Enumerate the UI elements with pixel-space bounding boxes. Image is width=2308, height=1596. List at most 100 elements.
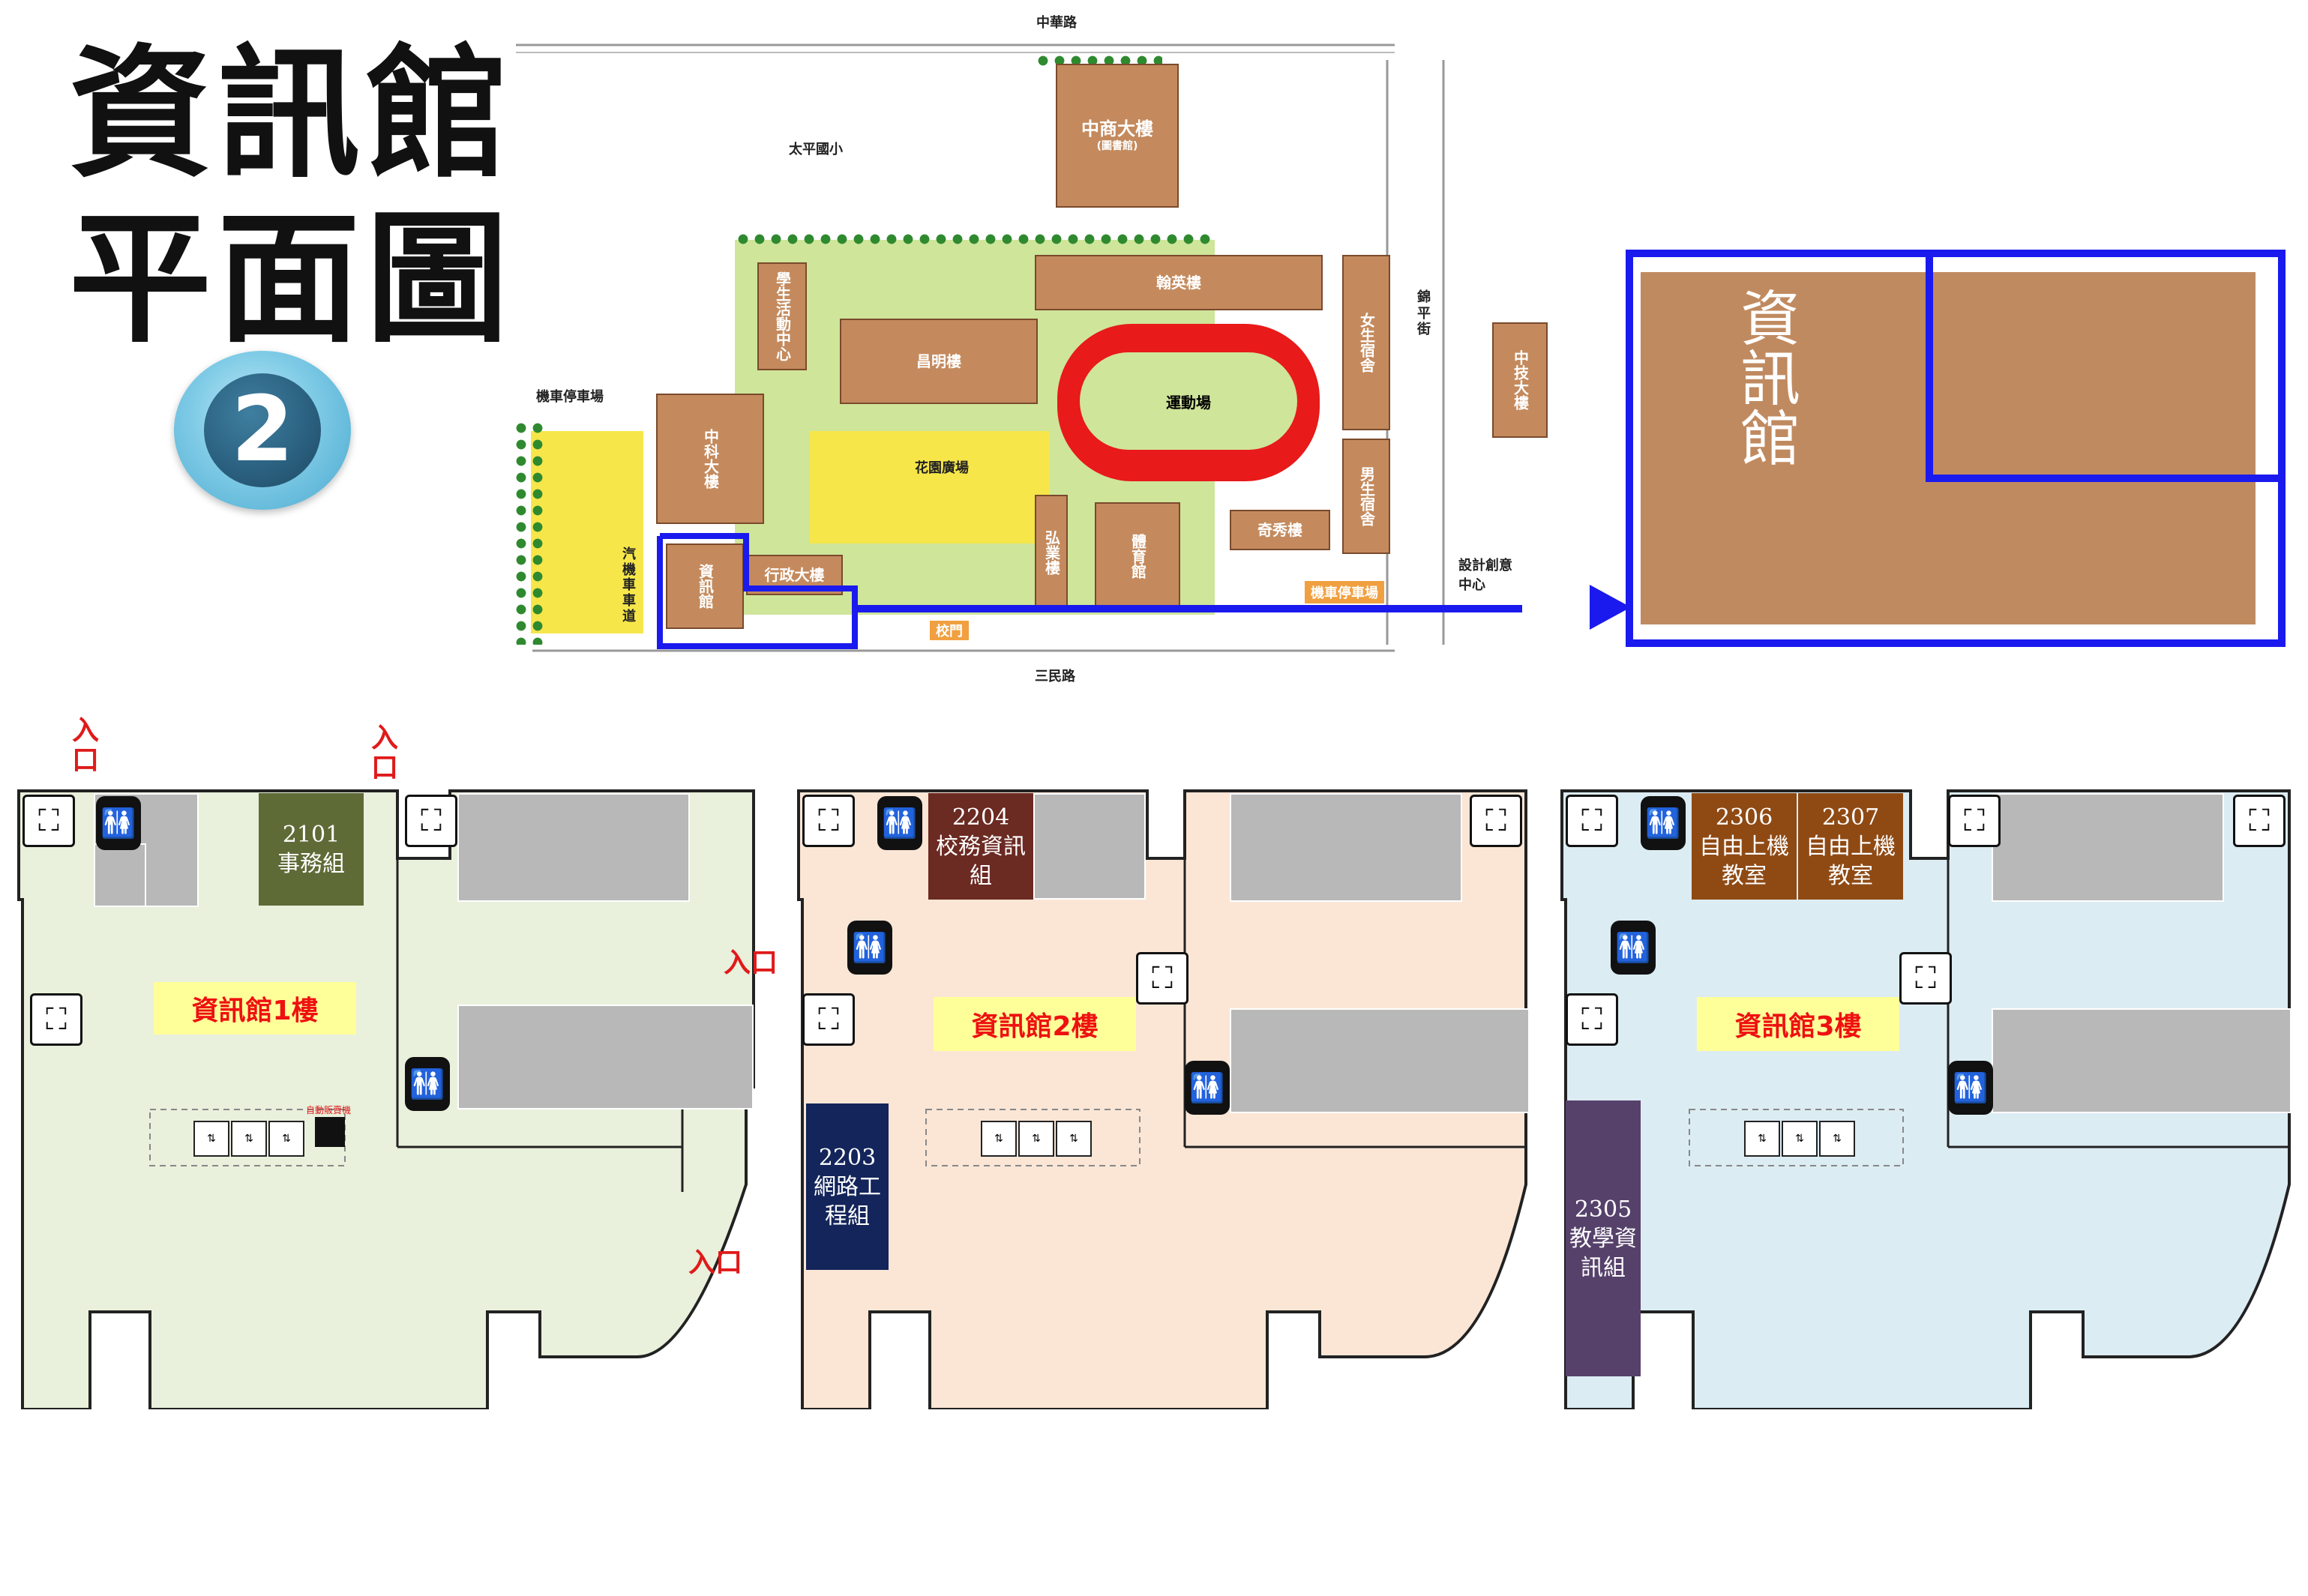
room-number: 2203 <box>818 1144 877 1171</box>
room-number: 2204 <box>952 804 1010 831</box>
stairs-icon[interactable]: ⛶ <box>1899 952 1952 1005</box>
zoom-outline <box>1926 475 2286 482</box>
building-zhongji: 中技大樓 <box>1492 322 1548 438</box>
room-name: 教學資訊組 <box>1569 1225 1637 1281</box>
floor-title: 資訊館2樓 <box>934 997 1136 1051</box>
elevator-icon[interactable]: ⇅ <box>231 1121 267 1157</box>
parking-area <box>531 431 643 633</box>
restroom-icon[interactable]: 🚻 <box>1185 1061 1230 1115</box>
page-title-line1: 資訊館 <box>69 31 515 197</box>
road-north: 中華路 <box>1036 15 1077 31</box>
restroom-icon[interactable]: 🚻 <box>96 796 141 850</box>
room-name: 事務組 <box>277 851 345 877</box>
building-hongye: 弘業樓 <box>1035 495 1068 610</box>
classroom-block <box>1230 1008 1530 1113</box>
room-2307[interactable]: 2307 自由上機教室 <box>1798 793 1903 900</box>
label-zhongshang: 中商大樓 <box>1081 118 1153 140</box>
restroom-icon[interactable]: 🚻 <box>1611 921 1656 975</box>
elevator-icon[interactable]: ⇅ <box>981 1121 1017 1157</box>
elevator-icon[interactable]: ⇅ <box>268 1121 304 1157</box>
floor-plan-3: 2306 自由上機教室 2307 自由上機教室 2305 教學資訊組 資訊館3樓… <box>1558 787 2297 1409</box>
restroom-icon[interactable]: 🚻 <box>1641 796 1686 850</box>
room-name: 網路工程組 <box>814 1173 881 1229</box>
room-name: 自由上機教室 <box>1806 833 1896 889</box>
building-zhongshang: 中商大樓 (圖書館) <box>1056 64 1179 208</box>
label-design-center: 設計創意中心 <box>1458 558 1512 593</box>
badge-number: 2 <box>204 373 321 487</box>
room-2305[interactable]: 2305 教學資訊組 <box>1566 1100 1641 1376</box>
restroom-icon[interactable]: 🚻 <box>1948 1061 1993 1115</box>
elevator-icon[interactable]: ⇅ <box>1056 1121 1092 1157</box>
campus-map: 中華路 三民路 錦平街 太平國小 運動場 中商大樓 (圖書館) 翰英樓 學生活動… <box>510 0 1548 697</box>
stairs-icon[interactable]: ⛶ <box>2233 795 2286 847</box>
room-2204[interactable]: 2204 校務資訊組 <box>928 793 1033 900</box>
elevator-icon[interactable]: ⇅ <box>1744 1121 1780 1157</box>
stairs-icon[interactable]: ⛶ <box>802 993 855 1046</box>
building-boys-dorm: 男生宿舍 <box>1342 439 1390 554</box>
restroom-icon[interactable]: 🚻 <box>877 796 922 850</box>
room-number: 2101 <box>282 822 340 848</box>
zoom-outline <box>1926 250 1933 482</box>
stairs-icon[interactable]: ⛶ <box>1470 795 1522 847</box>
elevator-icon[interactable]: ⇅ <box>1782 1121 1818 1157</box>
floor-plan-2: 2204 校務資訊組 2203 網路工程組 資訊館2樓 ⛶ ⛶ ⛶ ⛶ 🚻 🚻 … <box>795 787 1533 1409</box>
classroom-block <box>1992 1008 2292 1113</box>
tree-row <box>735 231 1215 249</box>
label-moto-parking-2: 機車停車場 <box>1305 581 1384 603</box>
garden-plaza-area <box>810 431 1050 543</box>
floor-title: 資訊館1樓 <box>154 982 356 1035</box>
stairs-icon[interactable]: ⛶ <box>1566 795 1618 847</box>
stairs-icon[interactable]: ⛶ <box>22 795 75 847</box>
zoom-building <box>1641 272 2256 624</box>
entrance-label: 入口 <box>371 723 399 783</box>
room-2203[interactable]: 2203 網路工程組 <box>806 1103 889 1270</box>
classroom-block <box>94 843 146 907</box>
classroom-block <box>457 1005 754 1109</box>
stairs-icon[interactable]: ⛶ <box>405 795 457 847</box>
floor-plan-1: 2101 事務組 資訊館1樓 ⛶ ⛶ ⛶ 🚻 🚻 ⇅ ⇅ ⇅ 自動販賣機 <box>15 787 757 1409</box>
building-gym: 體育館 <box>1095 502 1180 610</box>
building-student-center: 學生活動中心 <box>757 262 807 370</box>
classroom-block <box>1033 793 1146 900</box>
elevator-icon[interactable]: ⇅ <box>1018 1121 1054 1157</box>
label-taiping: 太平國小 <box>789 142 843 157</box>
stairs-icon[interactable]: ⛶ <box>1566 993 1618 1046</box>
elevator-icon[interactable]: ⇅ <box>193 1121 229 1157</box>
room-name: 自由上機教室 <box>1699 833 1789 889</box>
elevator-icon[interactable]: ⇅ <box>1819 1121 1855 1157</box>
highlight-and-arrow <box>657 533 1522 649</box>
vending-machine-icon[interactable] <box>315 1117 345 1147</box>
label-garden-plaza: 花園廣場 <box>915 460 969 476</box>
room-number: 2306 <box>1715 804 1773 831</box>
stairs-icon[interactable]: ⛶ <box>30 993 82 1046</box>
page-title-line2: 平面圖 <box>69 196 515 362</box>
stairs-icon[interactable]: ⛶ <box>1136 952 1188 1005</box>
floor-title: 資訊館3樓 <box>1697 997 1899 1051</box>
floor-number-badge: 2 <box>174 351 351 510</box>
building-girls-dorm: 女生宿舍 <box>1342 255 1390 430</box>
building-info-hall: 資訊館 <box>666 543 744 629</box>
room-2101[interactable]: 2101 事務組 <box>259 793 364 906</box>
stairs-icon[interactable]: ⛶ <box>802 795 855 847</box>
building-changming: 昌明樓 <box>840 319 1038 404</box>
label-moto-parking: 機車停車場 <box>536 389 604 405</box>
restroom-icon[interactable]: 🚻 <box>405 1057 450 1111</box>
vending-label: 自動販賣機 <box>306 1105 352 1115</box>
zoom-frame: 資訊館 <box>1626 250 2286 647</box>
building-zhongke: 中科大樓 <box>656 394 764 524</box>
stairs-icon[interactable]: ⛶ <box>1948 795 2001 847</box>
track-field: 運動場 <box>1080 352 1297 450</box>
arrow-head-icon <box>1590 585 1631 630</box>
classroom-block <box>1992 793 2224 902</box>
label-school-gate: 校門 <box>930 621 969 640</box>
label-car-lane: 汽機車車道 <box>622 546 636 624</box>
road-east: 錦平街 <box>1417 289 1431 338</box>
entrance-label: 入口 <box>688 1247 743 1278</box>
zoom-label: 資訊館 <box>1731 287 1800 467</box>
entrance-label: 入口 <box>724 948 778 978</box>
tree-row <box>513 420 543 645</box>
room-number: 2307 <box>1821 804 1880 831</box>
restroom-icon[interactable]: 🚻 <box>847 921 892 975</box>
room-2306[interactable]: 2306 自由上機教室 <box>1692 793 1797 900</box>
entrance-label: 入口 <box>72 715 100 776</box>
